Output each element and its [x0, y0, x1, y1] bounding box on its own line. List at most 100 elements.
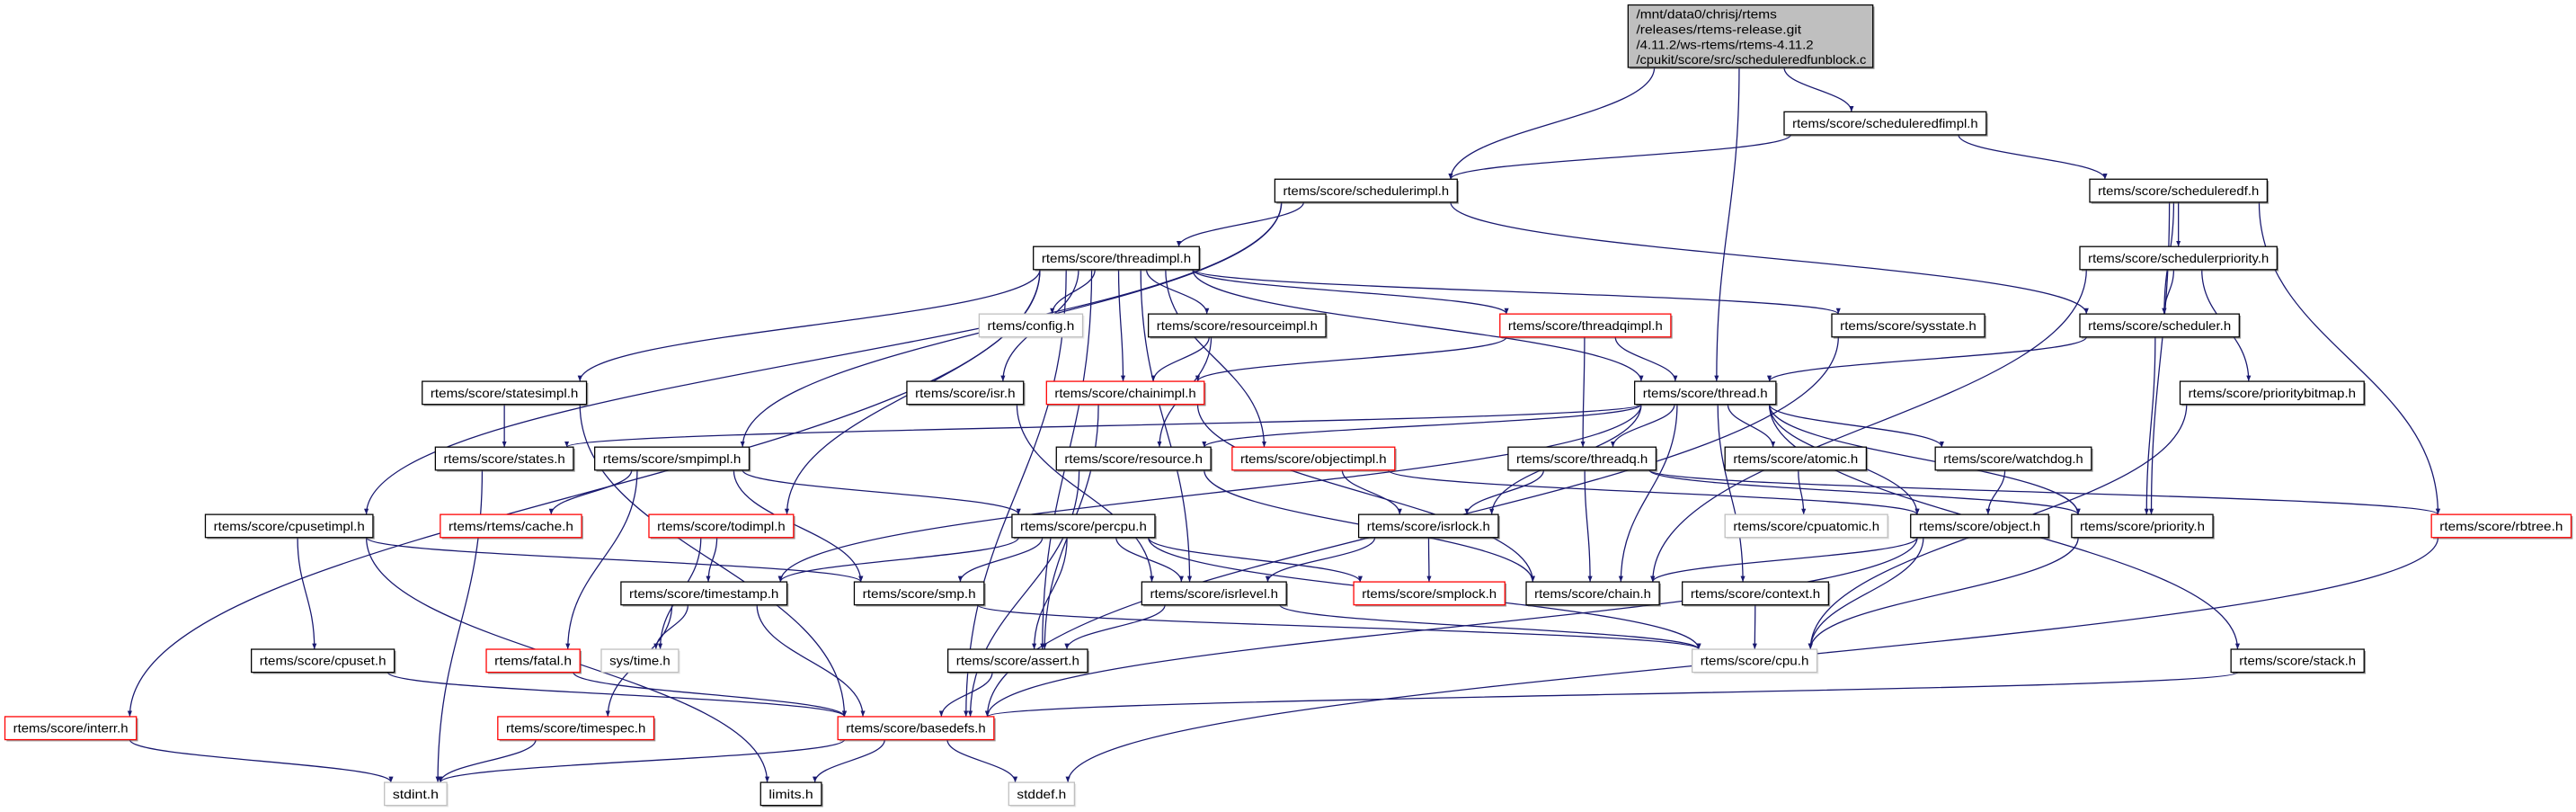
- edge-scheduler-to-priority: [2144, 336, 2156, 515]
- node-pbitmap[interactable]: rtems/score/prioritybitmap.h: [2179, 380, 2367, 406]
- node-label: rtems/score/scheduler.h: [2088, 318, 2231, 333]
- edge-sedfimpl-to-schedimpl: [1448, 134, 1791, 180]
- node-label: rtems/score/chainimpl.h: [1054, 386, 1195, 400]
- node-limits[interactable]: limits.h: [759, 781, 823, 808]
- node-sysstate[interactable]: rtems/score/sysstate.h: [1831, 313, 1986, 339]
- node-isr[interactable]: rtems/score/isr.h: [906, 380, 1026, 406]
- node-priority[interactable]: rtems/score/priority.h: [2071, 513, 2215, 540]
- edge-cpuset-to-basedefs: [386, 672, 847, 718]
- node-threadimpl[interactable]: rtems/score/threadimpl.h: [1033, 245, 1202, 272]
- node-cpu[interactable]: rtems/score/cpu.h: [1692, 648, 1819, 674]
- node-config[interactable]: rtems/config.h: [978, 313, 1085, 339]
- node-box: [2071, 513, 2214, 539]
- edge-threadimpl-to-config: [1050, 269, 1096, 315]
- node-sedfimpl[interactable]: rtems/score/scheduleredfimpl.h: [1783, 111, 1988, 137]
- node-statesimpl[interactable]: rtems/score/statesimpl.h: [422, 380, 589, 406]
- node-atomic[interactable]: rtems/score/atomic.h: [1724, 446, 1869, 472]
- node-box: [1357, 513, 1499, 539]
- edge-fatal-to-basedefs: [573, 672, 847, 718]
- edge-schedimpl-to-threadimpl: [1176, 201, 1305, 247]
- nodes-layer: /mnt/data0/chrisj/rtems/releases/rtems-r…: [4, 4, 2573, 808]
- edge-threadimpl-to-interr: [127, 269, 1041, 717]
- node-box: [1008, 781, 1076, 807]
- node-scheduler[interactable]: rtems/score/scheduler.h: [2079, 313, 2242, 339]
- node-threadqimpl[interactable]: rtems/score/threadqimpl.h: [1499, 313, 1673, 339]
- node-label: rtems/score/interr.h: [13, 721, 129, 736]
- node-box: [2430, 513, 2572, 539]
- node-box: [2079, 245, 2278, 271]
- edge-basedefs-to-limits: [813, 739, 885, 783]
- node-label: rtems/score/isrlock.h: [1367, 519, 1490, 533]
- edge-thread-to-watchdog: [1768, 404, 1944, 448]
- node-box: [1627, 4, 1874, 68]
- node-cpuatomic[interactable]: rtems/score/cpuatomic.h: [1724, 513, 1889, 540]
- node-box: [485, 648, 581, 674]
- node-chain[interactable]: rtems/score/chain.h: [1525, 581, 1661, 607]
- node-label: rtems/score/isrlevel.h: [1150, 586, 1278, 601]
- node-box: [648, 513, 795, 539]
- node-label: rtems/score/chain.h: [1534, 586, 1651, 601]
- node-smpimpl[interactable]: rtems/score/smpimpl.h: [594, 446, 751, 472]
- node-threadq[interactable]: rtems/score/threadq.h: [1507, 446, 1658, 472]
- edge-resource-to-basedefs: [967, 469, 1080, 717]
- edge-percpu-to-isrlevel: [1115, 537, 1184, 583]
- node-isrlevel[interactable]: rtems/score/isrlevel.h: [1141, 581, 1288, 607]
- edge-thread-to-priority: [1768, 404, 2081, 515]
- node-smplock[interactable]: rtems/score/smplock.h: [1353, 581, 1507, 607]
- node-resimpl[interactable]: rtems/score/resourceimpl.h: [1147, 313, 1328, 339]
- node-cpusetimpl[interactable]: rtems/score/cpusetimpl.h: [204, 513, 375, 540]
- node-thread[interactable]: rtems/score/thread.h: [1634, 380, 1778, 406]
- node-fatal[interactable]: rtems/fatal.h: [485, 648, 582, 674]
- node-label: rtems/score/cpusetimpl.h: [214, 519, 365, 533]
- node-systime[interactable]: sys/time.h: [600, 648, 680, 674]
- edge-threadimpl-to-sysstate: [1192, 269, 1841, 315]
- node-watchdog[interactable]: rtems/score/watchdog.h: [1934, 446, 2093, 472]
- node-box: [1783, 111, 1987, 136]
- node-isrlock[interactable]: rtems/score/isrlock.h: [1357, 513, 1500, 540]
- node-label: rtems/score/smplock.h: [1362, 586, 1497, 601]
- node-assert[interactable]: rtems/score/assert.h: [947, 648, 1089, 674]
- edges-layer: [127, 67, 2441, 783]
- node-box: [1525, 581, 1660, 606]
- edge-timestamp-to-basedefs: [756, 604, 866, 717]
- node-label: rtems/score/assert.h: [956, 654, 1079, 668]
- node-chainimpl[interactable]: rtems/score/chainimpl.h: [1045, 380, 1206, 406]
- node-schedprio[interactable]: rtems/score/schedulerpriority.h: [2079, 245, 2279, 272]
- node-basedefs[interactable]: rtems/score/basedefs.h: [837, 716, 996, 742]
- node-object[interactable]: rtems/score/object.h: [1910, 513, 2051, 540]
- edge-object-to-cpu: [1808, 537, 1924, 650]
- edge-threadq-to-rbtree: [1648, 469, 2440, 515]
- node-states[interactable]: rtems/score/states.h: [434, 446, 575, 472]
- node-label: rtems/score/cpuset.h: [260, 654, 386, 668]
- node-schedimpl[interactable]: rtems/score/schedulerimpl.h: [1274, 178, 1460, 204]
- node-label: rtems/score/smp.h: [863, 586, 976, 601]
- node-box: [384, 781, 448, 807]
- node-objimpl[interactable]: rtems/score/objectimpl.h: [1231, 446, 1397, 472]
- node-label: rtems/score/priority.h: [2080, 519, 2205, 533]
- node-stdint[interactable]: stdint.h: [384, 781, 449, 808]
- node-timespec[interactable]: rtems/score/timespec.h: [497, 716, 656, 742]
- node-rbtree[interactable]: rtems/score/rbtree.h: [2430, 513, 2573, 540]
- node-percpu[interactable]: rtems/score/percpu.h: [1011, 513, 1157, 540]
- node-stack[interactable]: rtems/score/stack.h: [2230, 648, 2367, 674]
- node-label: rtems/fatal.h: [494, 654, 572, 668]
- node-todimpl[interactable]: rtems/score/todimpl.h: [648, 513, 795, 540]
- node-timestamp[interactable]: rtems/score/timestamp.h: [620, 581, 789, 607]
- node-main[interactable]: /mnt/data0/chrisj/rtems/releases/rtems-r…: [1627, 4, 1875, 69]
- node-label-line: /releases/rtems-release.git: [1636, 22, 1801, 37]
- node-resource[interactable]: rtems/score/resource.h: [1055, 446, 1212, 472]
- node-sedf[interactable]: rtems/score/scheduleredf.h: [2089, 178, 2270, 204]
- edge-sedfimpl-to-sedf: [1958, 134, 2108, 180]
- node-box: [440, 513, 582, 539]
- edge-resimpl-to-chainimpl: [1150, 336, 1210, 382]
- node-stddef[interactable]: stddef.h: [1008, 781, 1077, 808]
- node-label: rtems/score/cpu.h: [1701, 654, 1809, 668]
- node-interr[interactable]: rtems/score/interr.h: [4, 716, 138, 742]
- node-smp[interactable]: rtems/score/smp.h: [853, 581, 986, 607]
- node-label: sys/time.h: [609, 654, 671, 668]
- edge-threadimpl-to-statesimpl: [577, 269, 1041, 382]
- edge-main-to-sedfimpl: [1783, 67, 1854, 112]
- node-context[interactable]: rtems/score/context.h: [1682, 581, 1831, 607]
- node-cache[interactable]: rtems/rtems/cache.h: [440, 513, 583, 540]
- node-cpuset[interactable]: rtems/score/cpuset.h: [251, 648, 396, 674]
